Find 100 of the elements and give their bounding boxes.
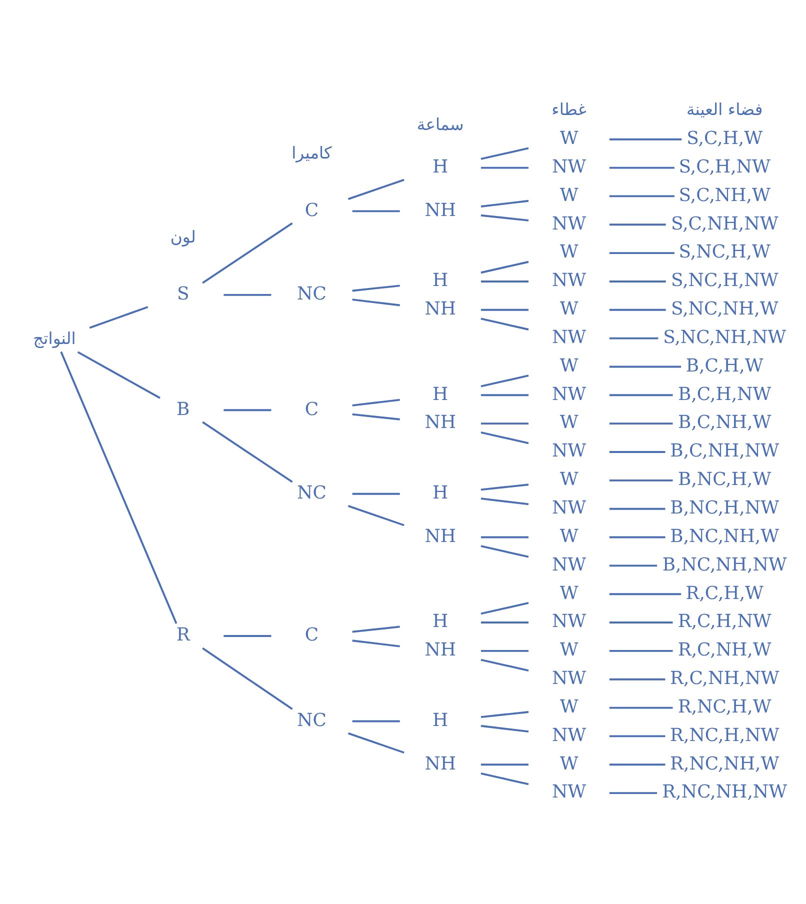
connector (609, 138, 682, 140)
node-text: B,NC,H,W (678, 469, 772, 490)
connector (609, 706, 673, 709)
connector (352, 413, 400, 420)
node-text: W (560, 184, 578, 206)
node-text: NC (297, 482, 326, 504)
node-text: W (560, 582, 578, 604)
node-text: W (560, 469, 578, 490)
connector (609, 650, 673, 652)
connector (609, 536, 666, 538)
node-text: W (560, 526, 578, 547)
connector (202, 222, 293, 284)
connector (480, 214, 529, 222)
connector (480, 200, 529, 208)
connector (609, 422, 673, 425)
connector (89, 306, 148, 329)
node-text: S,NC,H,NW (670, 270, 778, 292)
connector (480, 374, 529, 388)
node-text: NW (552, 213, 586, 234)
node-text: R,NC,H,NW (670, 724, 780, 746)
node-text: W (560, 128, 578, 150)
connector (480, 308, 528, 311)
node-text: S,C,NH,NW (670, 213, 778, 234)
connector (609, 252, 674, 254)
node-text: R (176, 624, 190, 646)
node-text: R,C,H,W (686, 582, 764, 604)
connector (480, 602, 529, 615)
connector (480, 484, 529, 491)
node-text: S,NC,H,W (678, 242, 770, 263)
node-text: W (560, 242, 578, 263)
node-text: NW (552, 270, 586, 292)
node-text: NW (552, 384, 586, 405)
connector (224, 409, 272, 412)
connector (224, 635, 272, 637)
node-text: C (304, 200, 319, 221)
node-text: R,C,NH,NW (670, 668, 780, 690)
connector (480, 318, 529, 330)
node-text: W (560, 355, 578, 376)
node-text: NW (552, 782, 586, 803)
connector (609, 195, 674, 198)
label: فضاء العينة (686, 100, 763, 120)
node-text: R,C,H,NW (678, 611, 772, 632)
connector (480, 545, 529, 558)
node-text: C (304, 624, 319, 646)
connector (480, 280, 528, 282)
node-text: B,NC,NH,W (670, 526, 780, 547)
node-text: B,C,H,NW (678, 384, 772, 405)
node-text: NH (424, 753, 456, 774)
connector (480, 650, 528, 652)
connector (480, 147, 529, 160)
node-text: S,C,NH,W (678, 184, 770, 206)
node-text: R,NC,NH,NW (662, 782, 788, 803)
node-text: W (560, 412, 578, 434)
connector (609, 451, 666, 453)
connector (480, 724, 529, 733)
connector (352, 492, 400, 495)
connector (609, 166, 674, 169)
node-text: H (432, 482, 448, 504)
label: سماعة (416, 115, 464, 134)
connector (480, 422, 528, 425)
connector (60, 351, 178, 624)
node-text: NH (424, 640, 456, 661)
connector (348, 178, 404, 200)
node-text: R,NC,H,W (678, 696, 772, 718)
node-text: W (560, 696, 578, 718)
connector (352, 720, 400, 722)
connector (77, 351, 160, 399)
connector (352, 210, 400, 212)
connector (348, 505, 404, 526)
label: غطاء (552, 100, 586, 120)
node-text: B,NC,NH,NW (662, 554, 787, 576)
node-text: NC (297, 284, 326, 305)
node-text: NW (552, 326, 586, 348)
node-text: NW (552, 611, 586, 632)
connector (609, 593, 682, 596)
node-text: NH (424, 412, 456, 434)
connector (609, 564, 658, 567)
connector (609, 224, 666, 226)
node-text: NH (424, 526, 456, 547)
connector (348, 732, 404, 754)
connector (202, 421, 293, 483)
node-text: NW (552, 668, 586, 690)
node-text: B,C,H,W (686, 355, 764, 376)
connector (352, 284, 400, 292)
connector (609, 337, 658, 340)
connector (202, 647, 293, 710)
node-text: S,C,H,NW (678, 156, 770, 178)
node-text: NW (552, 554, 586, 576)
connector (352, 398, 400, 406)
node-text: C (304, 398, 319, 420)
connector (480, 711, 529, 718)
connector (480, 394, 528, 396)
node-text: W (560, 753, 578, 774)
node-text: R,NC,NH,W (670, 753, 780, 774)
connector (609, 308, 666, 311)
node-text: S (176, 284, 190, 305)
node-text: NW (552, 497, 586, 518)
connector (480, 772, 529, 786)
node-text: S,NC,NH,W (670, 298, 778, 320)
connector (224, 294, 272, 296)
